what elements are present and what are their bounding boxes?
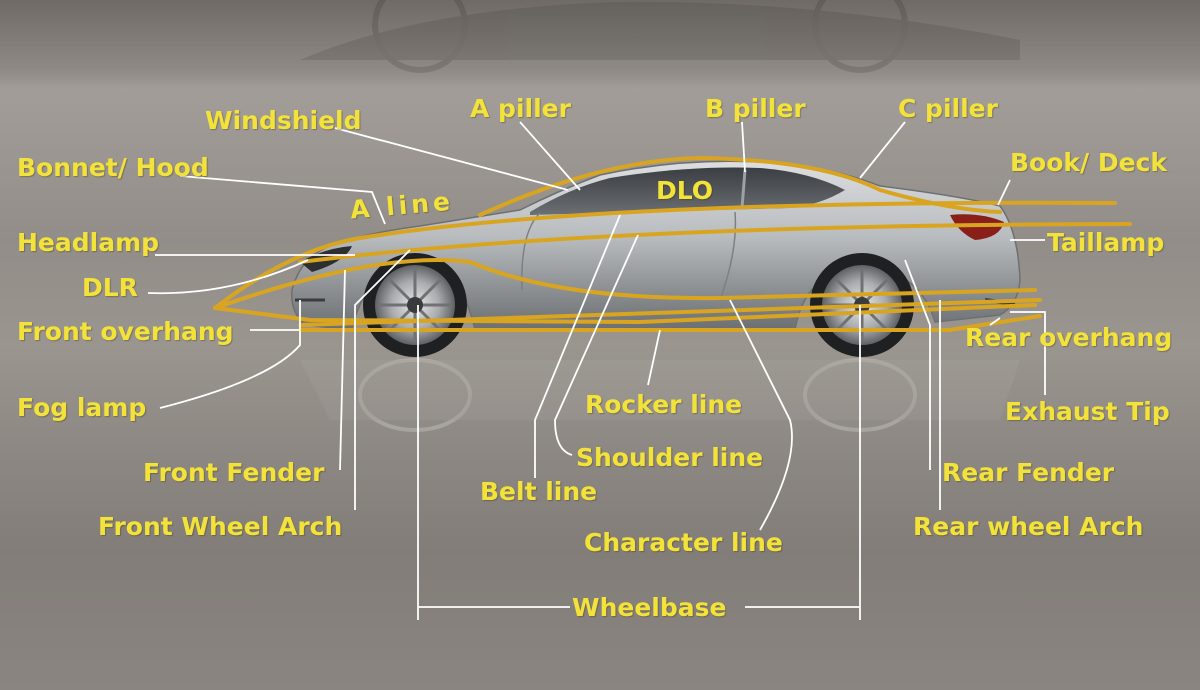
bonnet-leader [179, 175, 386, 225]
label-rocker-line: Rocker line [585, 390, 743, 419]
label-wheelbase: Wheelbase [572, 593, 727, 622]
label-fog-lamp: Fog lamp [17, 393, 147, 422]
a-piller-leader [519, 121, 581, 191]
a-line [213, 200, 1117, 310]
label-windshield: Windshield [205, 106, 362, 135]
windshield-leader [334, 127, 569, 191]
label-belt-line: Belt line [480, 477, 598, 506]
belt-line-leader [534, 214, 621, 478]
leader-lines [147, 121, 1046, 620]
rear-fender-leader [904, 259, 931, 470]
taillamp-shape [950, 214, 1004, 240]
front-wheel-arch-leader [354, 249, 411, 510]
label-headlamp: Headlamp [17, 228, 160, 257]
fog-lamp-leader [159, 300, 301, 409]
lower-line [298, 298, 1042, 327]
rocker-line-leader [647, 329, 661, 386]
c-piller-leader [859, 121, 906, 179]
book-deck-leader [997, 179, 1011, 206]
label-book-deck: Book/ Deck [1010, 148, 1168, 177]
label-front-wheel-arch: Front Wheel Arch [98, 512, 343, 541]
design-lines [213, 155, 1132, 332]
b-piller-leader [741, 121, 746, 173]
character-design-line [213, 257, 1037, 310]
shoulder-design-line [298, 222, 1132, 264]
car-glasshouse [530, 167, 845, 215]
front-wheel [363, 253, 467, 357]
label-rear-fender: Rear Fender [942, 458, 1115, 487]
sill-design-line [298, 314, 1042, 332]
label-shoulder-line: Shoulder line [576, 443, 764, 472]
label-a-piller: A piller [470, 94, 571, 123]
character-line-leader [729, 299, 793, 531]
shoulder-line-leader [554, 234, 639, 456]
label-bonnet-hood: Bonnet/ Hood [17, 153, 209, 182]
label-rear-wheel-arch: Rear wheel Arch [913, 512, 1144, 541]
label-c-piller: C piller [898, 94, 998, 123]
label-front-fender: Front Fender [143, 458, 325, 487]
label-taillamp: Taillamp [1047, 228, 1165, 257]
top-reflection [300, 0, 1020, 73]
label-dlo: DLO [656, 176, 714, 205]
label-exhaust-tip: Exhaust Tip [1005, 397, 1170, 426]
label-front-overhang: Front overhang [17, 317, 234, 346]
rear-overhang-leader [989, 317, 1001, 326]
label-rear-overhang: Rear overhang [965, 323, 1173, 352]
label-dlr: DLR [82, 273, 138, 302]
label-b-piller: B piller [705, 94, 806, 123]
exhaust-leader [1010, 311, 1046, 395]
dlr-leader [147, 259, 309, 295]
label-character-line: Character line [584, 528, 783, 557]
roof-line [478, 155, 1002, 217]
front-fender-leader [339, 269, 346, 471]
